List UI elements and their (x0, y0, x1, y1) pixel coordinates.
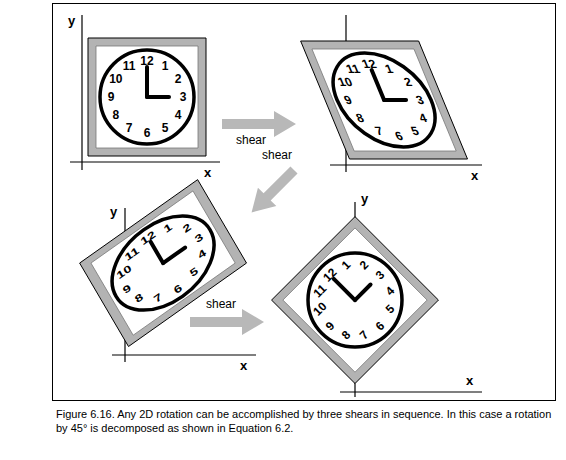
clock-number: 1 (162, 60, 169, 72)
clock-number: 7 (126, 122, 133, 134)
arrow-label: shear (236, 134, 266, 146)
axes (70, 15, 482, 397)
axis-label: y (110, 205, 117, 218)
clock-number: 5 (162, 122, 169, 134)
clock-number: 9 (108, 91, 115, 103)
axis-label: x (471, 169, 478, 182)
clock-number: 10 (109, 73, 122, 85)
axis-label: y (68, 14, 75, 27)
clock-number: 8 (112, 109, 119, 121)
arrow-label: shear (262, 149, 292, 161)
arrow-label: shear (206, 298, 236, 310)
axis-label: y (361, 192, 368, 205)
axis-label: x (240, 359, 247, 372)
shear-arrow (242, 161, 303, 222)
shear-arrow (190, 309, 264, 335)
clock-number: 2 (175, 73, 182, 85)
clock-number: 4 (175, 109, 182, 121)
clock-square (88, 38, 206, 156)
figure-caption: Figure 6.16. Any 2D rotation can be acco… (56, 407, 552, 435)
axis-label: x (204, 166, 211, 179)
clock-number: 3 (180, 91, 187, 103)
sheared-clock (301, 41, 468, 159)
figure-frame (53, 4, 556, 401)
clock-number: 12 (140, 55, 153, 67)
axis-label: x (466, 374, 473, 387)
clock-number: 6 (144, 127, 151, 139)
rotated-clock (272, 217, 439, 384)
clock-number: 11 (123, 60, 136, 72)
